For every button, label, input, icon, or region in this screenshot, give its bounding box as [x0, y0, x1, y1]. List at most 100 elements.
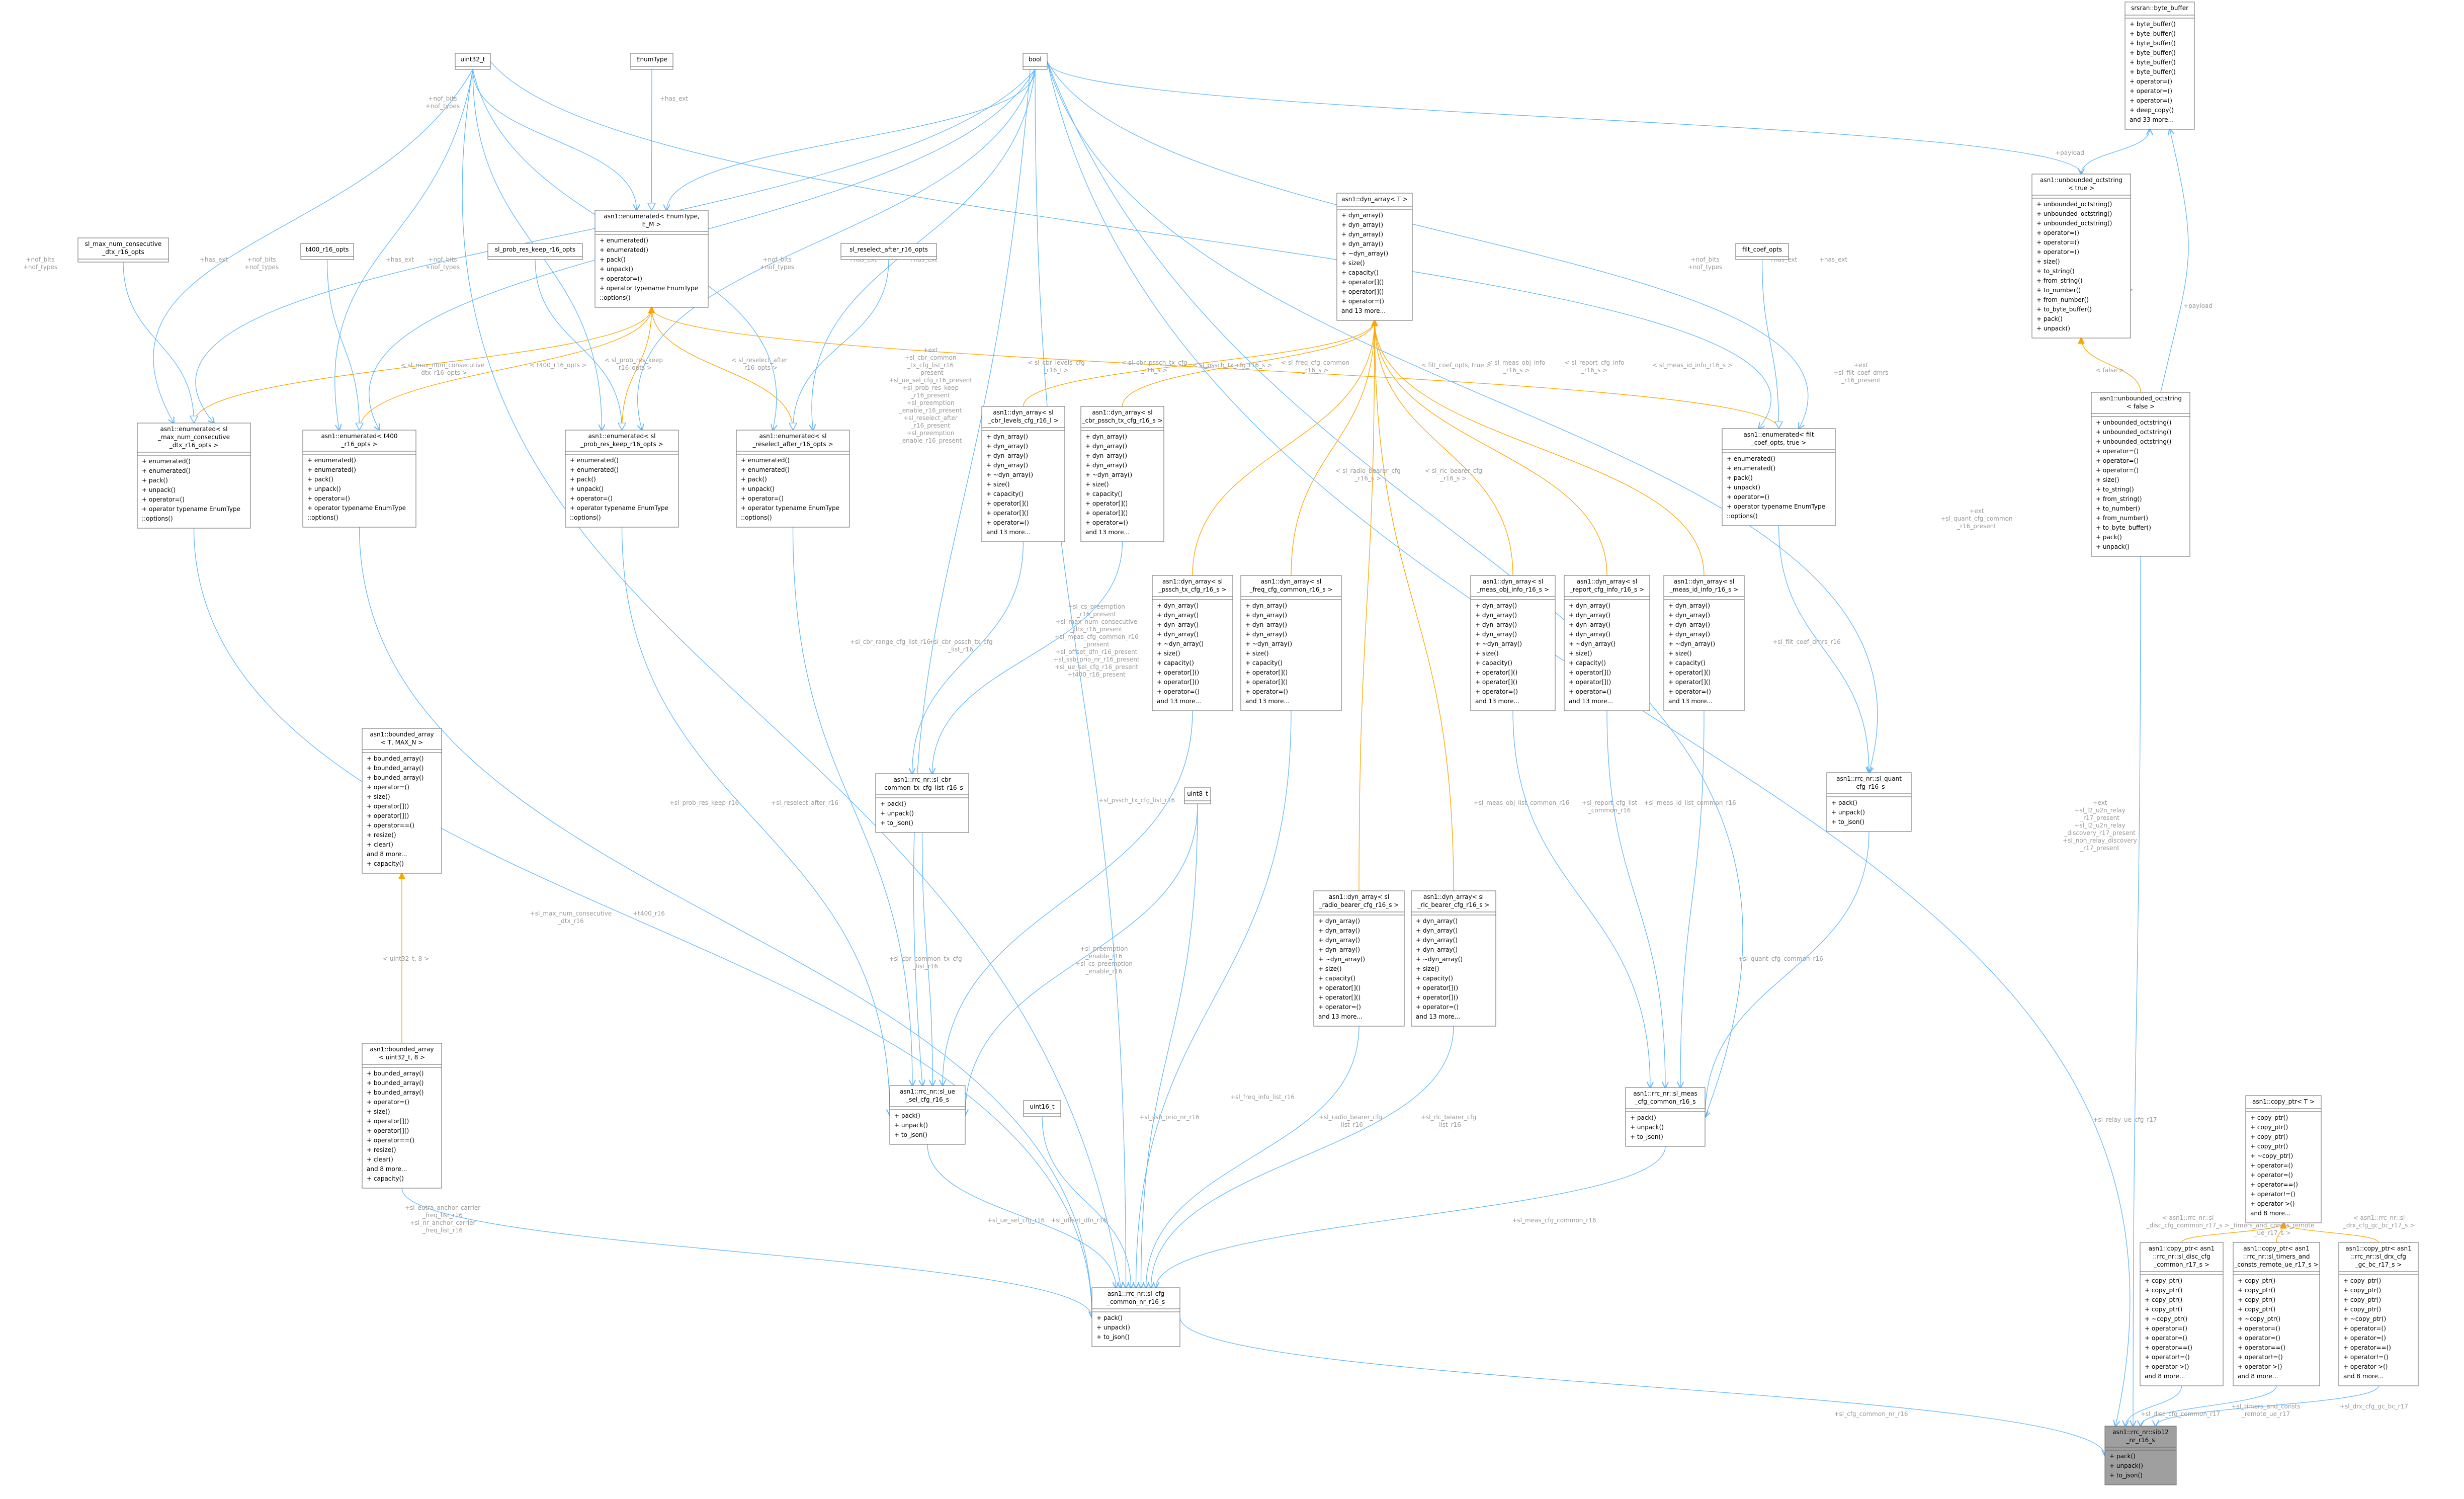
- edge-label-line: _dtx_r16_present: [1070, 626, 1123, 633]
- class-node-dyn-rlc[interactable]: asn1::dyn_array< sl_rlc_bearer_cfg_r16_s…: [1411, 890, 1496, 1027]
- dependency-edge: [1047, 61, 1878, 773]
- edge-label-line: _r16_s >: [1302, 367, 1328, 374]
- class-node-bounded-8[interactable]: asn1::bounded_array< uint32_t, 8 >+ boun…: [362, 1043, 442, 1189]
- class-node-enum-max[interactable]: asn1::enumerated< sl_max_num_consecutive…: [137, 423, 251, 529]
- class-node-ue-sel[interactable]: asn1::rrc_nr::sl_ue_sel_cfg_r16_s+ pack(…: [889, 1085, 966, 1145]
- class-box: [840, 243, 937, 260]
- class-node-dyn-cbr-lvl[interactable]: asn1::dyn_array< sl_cbr_levels_cfg_r16_l…: [981, 406, 1065, 542]
- class-node-unb-true[interactable]: asn1::unbounded_octstring< true >+ unbou…: [2031, 174, 2131, 339]
- dependency-edge: [401, 1188, 1092, 1317]
- class-member: + dyn_array(): [1475, 612, 1517, 619]
- class-node-dyn-psch[interactable]: asn1::dyn_array< sl_pssch_tx_cfg_r16_s >…: [1152, 575, 1233, 711]
- class-member: + operator==(): [367, 1137, 414, 1144]
- class-member: + unpack(): [1727, 484, 1760, 491]
- edge-label-line: < filt_coef_opts, true >: [1421, 362, 1491, 369]
- class-member: + copy_ptr(): [2238, 1287, 2275, 1294]
- class-node-copy-drx[interactable]: asn1::copy_ptr< asn1::rrc_nr::sl_drx_cfg…: [2338, 1242, 2419, 1386]
- edge-label-line: _freq_list_r16: [422, 1212, 463, 1219]
- class-node-sl-resel[interactable]: sl_reselect_after_r16_opts: [840, 243, 937, 260]
- class-member: + operator[](): [367, 803, 409, 810]
- class-member: + to_json(): [2109, 1472, 2143, 1479]
- class-member: and 8 more...: [2343, 1373, 2384, 1380]
- class-box: [2140, 1242, 2224, 1386]
- class-node-uint16[interactable]: uint16_t: [1023, 1100, 1061, 1117]
- edge-label-line: +sl_l2_u2n_relay: [2074, 822, 2125, 829]
- class-node-byte-buffer[interactable]: srsran::byte_buffer+ byte_buffer()+ byte…: [2125, 2, 2195, 130]
- class-node-enum-t400[interactable]: asn1::enumerated< t400_r16_opts >+ enume…: [302, 430, 416, 528]
- class-node-sl-prob[interactable]: sl_prob_res_keep_r16_opts: [487, 243, 583, 260]
- edge-label-line: _tx_cfg_list_r16: [907, 362, 954, 369]
- class-node-t400[interactable]: t400_r16_opts: [300, 243, 354, 260]
- class-member: + to_json(): [880, 819, 913, 826]
- class-node-uint32[interactable]: uint32_t: [455, 53, 491, 70]
- edge-label-e-measid: +sl_meas_id_list_common_r16: [1644, 799, 1736, 806]
- class-node-bool[interactable]: bool: [1023, 53, 1048, 70]
- class-title: asn1::dyn_array< sl: [1162, 578, 1223, 585]
- class-title: asn1::dyn_array< sl: [1423, 893, 1484, 900]
- class-member: + operator[](): [1245, 669, 1288, 676]
- class-node-dyn-freq[interactable]: asn1::dyn_array< sl_freq_cfg_common_r16_…: [1240, 575, 1342, 711]
- class-node-cfg-common[interactable]: asn1::rrc_nr::sl_cfg_common_nr_r16_s+ pa…: [1091, 1287, 1180, 1347]
- class-member: + operator[](): [1569, 669, 1611, 676]
- class-member: + ~dyn_array(): [1668, 640, 1715, 647]
- class-node-enum-resel[interactable]: asn1::enumerated< sl_reselect_after_r16_…: [736, 430, 850, 528]
- class-node-sib12[interactable]: asn1::rrc_nr::sib12_nr_r16_s+ pack()+ un…: [2104, 1426, 2177, 1485]
- class-node-dyn-rep[interactable]: asn1::dyn_array< sl_report_cfg_info_r16_…: [1564, 575, 1650, 711]
- class-node-copy-t[interactable]: asn1::copy_ptr< T >+ copy_ptr()+ copy_pt…: [2245, 1095, 2322, 1223]
- class-node-dyn-mid[interactable]: asn1::dyn_array< sl_meas_id_info_r16_s >…: [1663, 575, 1745, 711]
- class-member: + unpack(): [570, 485, 604, 492]
- class-node-enum-filt[interactable]: asn1::enumerated< filt_coef_opts, true >…: [1722, 428, 1836, 526]
- class-title: asn1::bounded_array: [370, 1046, 434, 1053]
- class-member: + unbounded_octstring(): [2096, 438, 2171, 445]
- class-node-copy-timers[interactable]: asn1::copy_ptr< asn1::rrc_nr::sl_timers_…: [2233, 1242, 2320, 1386]
- class-member: + size(): [1569, 650, 1592, 657]
- class-member: + operator=(): [1245, 688, 1288, 695]
- dependency-edge: [1192, 320, 1375, 576]
- class-node-copy-disc[interactable]: asn1::copy_ptr< asn1::rrc_nr::sl_disc_cf…: [2140, 1242, 2224, 1386]
- class-member: + capacity(): [1245, 659, 1283, 667]
- class-member: ::options(): [570, 514, 601, 521]
- edge-label-line: +sl_relay_ue_cfg_r17: [2093, 1116, 2157, 1123]
- dependency-edge: [1151, 1026, 1454, 1288]
- class-node-quant[interactable]: asn1::rrc_nr::sl_quant_cfg_r16_s+ pack()…: [1826, 772, 1912, 832]
- dependency-edge: [621, 527, 890, 1115]
- class-member: + operator[](): [1416, 994, 1458, 1001]
- edge-label-e-ext: +ext+sl_cbr_common_tx_cfg_list_r16_prese…: [889, 347, 972, 444]
- class-box: [2031, 174, 2131, 339]
- edge-label-e-maxdtx: +sl_max_num_consecutive_dtx_r16: [530, 910, 612, 925]
- class-member: ::options(): [600, 294, 631, 301]
- class-member: + unpack(): [2109, 1462, 2143, 1469]
- class-member: + byte_buffer(): [2130, 40, 2176, 47]
- class-node-dyn-t[interactable]: asn1::dyn_array< T >+ dyn_array()+ dyn_a…: [1336, 193, 1413, 321]
- class-member: + operator=(): [2130, 97, 2172, 104]
- class-title: asn1::enumerated< t400: [321, 433, 397, 440]
- class-member: and 8 more...: [2238, 1373, 2278, 1380]
- class-node-unb-false[interactable]: asn1::unbounded_octstring< false >+ unbo…: [2091, 392, 2190, 557]
- dependency-edge: [1179, 1317, 2105, 1456]
- class-node-enum-prob[interactable]: asn1::enumerated< sl_prob_res_keep_r16_o…: [565, 430, 679, 528]
- class-node-meas-common[interactable]: asn1::rrc_nr::sl_meas_cfg_common_r16_s+ …: [1625, 1087, 1706, 1147]
- class-node-dyn-cbr-psc[interactable]: asn1::dyn_array< sl_cbr_pssch_tx_cfg_r16…: [1080, 406, 1164, 542]
- class-node-cbr-common[interactable]: asn1::rrc_nr::sl_cbr_common_tx_cfg_list_…: [875, 773, 969, 833]
- class-member: + pack(): [880, 800, 906, 807]
- edge-label-e-hasext3: +has_ext: [660, 95, 689, 102]
- class-node-sl-max[interactable]: sl_max_num_consecutive_dtx_r16_opts: [77, 237, 169, 263]
- edge-label-line: +nof_bits: [247, 256, 276, 263]
- class-node-filt-opts[interactable]: filt_coef_opts: [1735, 243, 1789, 260]
- class-member: + enumerated(): [600, 237, 648, 244]
- dependency-edge: [490, 61, 1771, 429]
- class-member: + operator=(): [2238, 1335, 2280, 1342]
- class-node-uint8[interactable]: uint8_t: [1184, 787, 1211, 804]
- class-member: + byte_buffer(): [2130, 59, 2176, 66]
- class-node-dyn-mobj[interactable]: asn1::dyn_array< sl_meas_obj_info_r16_s …: [1470, 575, 1556, 711]
- class-node-bounded-t[interactable]: asn1::bounded_array< T, MAX_N >+ bounded…: [362, 728, 442, 874]
- edge-label-line: _r16_present: [1841, 377, 1881, 384]
- class-title: EnumType: [636, 56, 667, 63]
- class-node-enum-te[interactable]: asn1::enumerated< EnumType,E_M >+ enumer…: [594, 210, 709, 308]
- class-member: + operator->(): [2145, 1363, 2189, 1370]
- class-title: asn1::copy_ptr< asn1: [2149, 1245, 2215, 1252]
- class-member: + operator=(): [741, 495, 784, 502]
- class-node-enumtype[interactable]: EnumType: [630, 53, 673, 70]
- class-node-dyn-rb[interactable]: asn1::dyn_array< sl_radio_bearer_cfg_r16…: [1313, 890, 1405, 1027]
